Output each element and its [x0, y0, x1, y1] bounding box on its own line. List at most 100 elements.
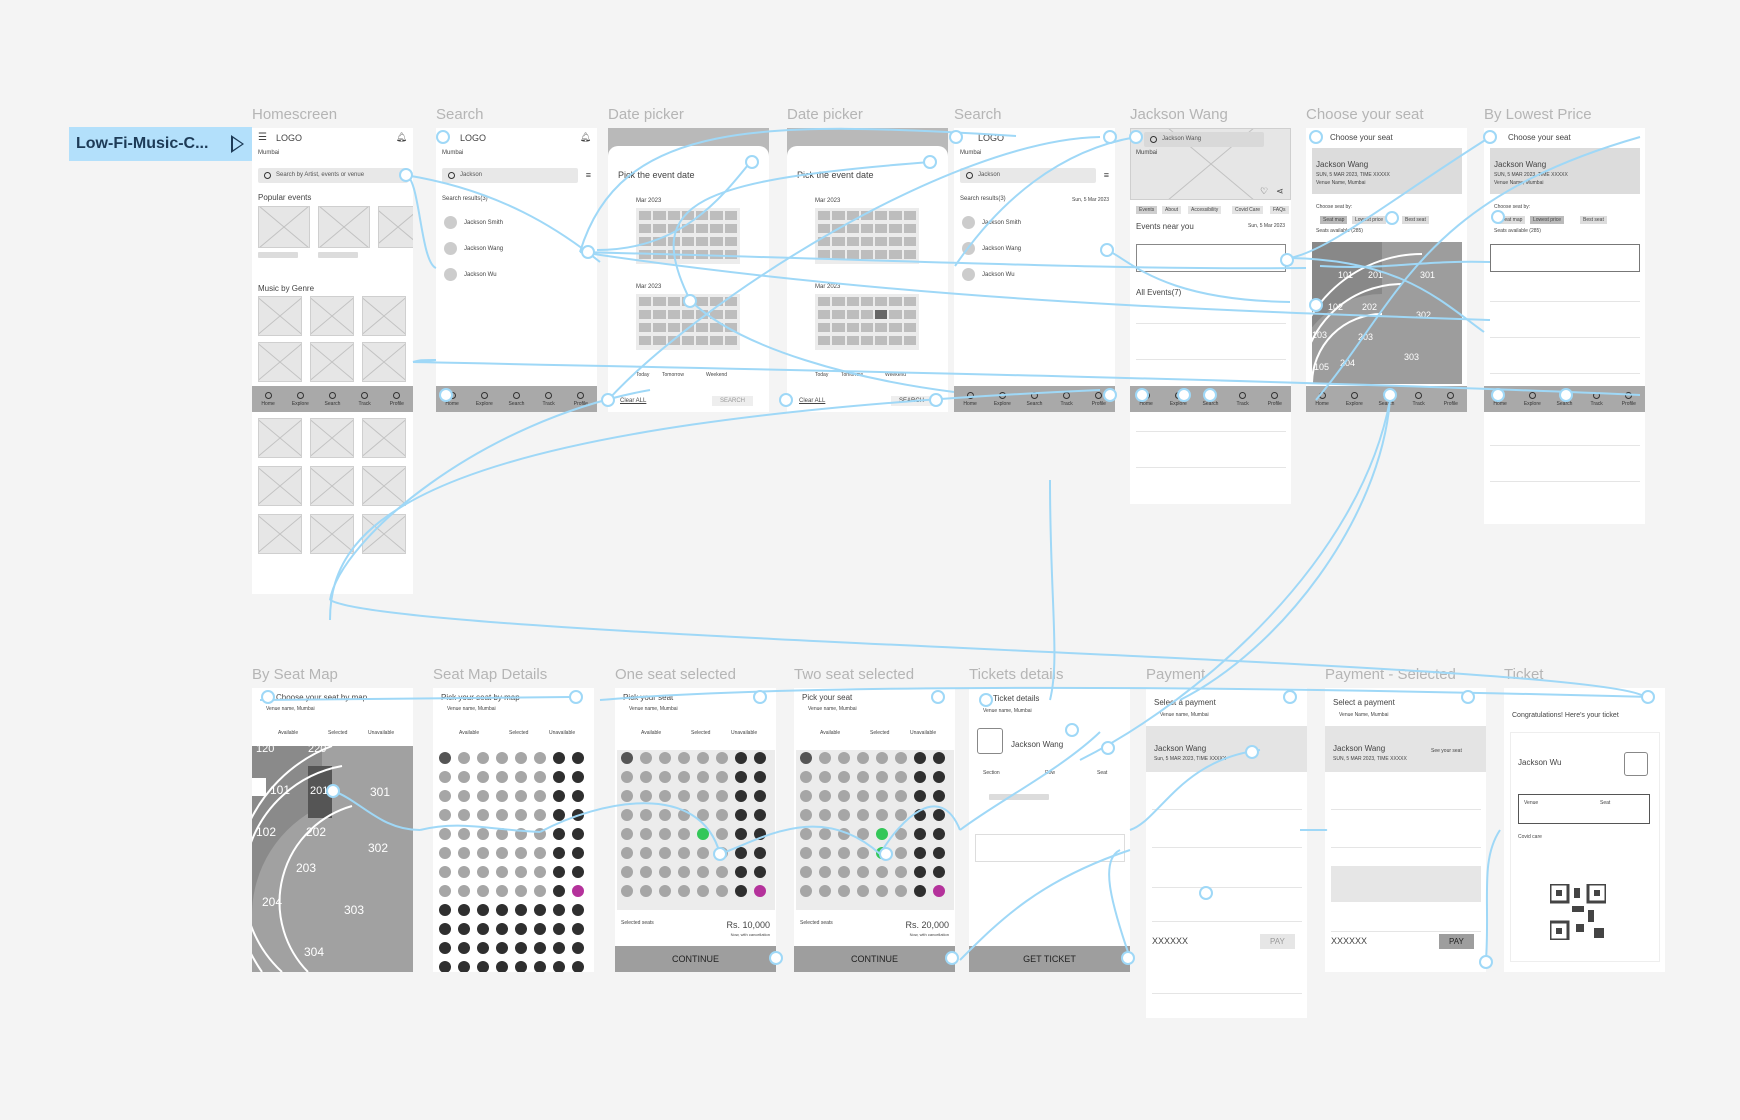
seat[interactable]	[477, 752, 489, 764]
seat[interactable]	[735, 828, 747, 840]
seat[interactable]	[515, 771, 527, 783]
location[interactable]: Mumbai	[960, 150, 982, 156]
seat[interactable]	[697, 847, 709, 859]
seat[interactable]	[534, 847, 546, 859]
seat[interactable]	[857, 828, 869, 840]
seat[interactable]	[496, 809, 508, 821]
seat[interactable]	[553, 885, 565, 897]
seat[interactable]	[439, 828, 451, 840]
seat[interactable]	[697, 866, 709, 878]
seat[interactable]	[857, 847, 869, 859]
seat[interactable]	[697, 790, 709, 802]
seat[interactable]	[621, 828, 633, 840]
seat[interactable]	[895, 771, 907, 783]
heart-icon[interactable]: ♡	[1260, 186, 1269, 196]
payment-option[interactable]	[1331, 788, 1481, 810]
search-button[interactable]: SEARCH	[891, 396, 933, 406]
tab-accessibility[interactable]: Accessibility	[1188, 206, 1222, 214]
seat[interactable]	[735, 771, 747, 783]
seat[interactable]	[857, 885, 869, 897]
seat[interactable]	[838, 847, 850, 859]
seat[interactable]	[735, 885, 747, 897]
location[interactable]: Mumbai	[258, 150, 280, 156]
genre-thumb[interactable]	[362, 466, 406, 506]
seat[interactable]	[534, 961, 546, 972]
seat[interactable]	[640, 771, 652, 783]
seat[interactable]	[515, 790, 527, 802]
nav-home[interactable]: Home	[1492, 391, 1508, 407]
seat[interactable]	[572, 790, 584, 802]
seat[interactable]	[534, 828, 546, 840]
seat[interactable]	[819, 828, 831, 840]
genre-thumb[interactable]	[258, 342, 302, 382]
bottom-nav[interactable]: Home Explore Search Track Profile	[252, 386, 413, 412]
seat[interactable]	[496, 866, 508, 878]
nav-profile[interactable]: Profile	[1091, 391, 1107, 407]
seat[interactable]	[553, 942, 565, 954]
seat[interactable]	[621, 866, 633, 878]
search-input[interactable]: Jackson	[960, 168, 1096, 183]
frame-title-lowest-price[interactable]: By Lowest Price	[1484, 106, 1592, 123]
seat[interactable]	[754, 847, 766, 859]
seat[interactable]	[678, 771, 690, 783]
seat[interactable]	[857, 790, 869, 802]
seat[interactable]	[572, 771, 584, 783]
seat[interactable]	[876, 809, 888, 821]
frame-title-date-picker[interactable]: Date picker	[608, 106, 684, 123]
bottom-nav[interactable]: Home Explore Search Track Profile	[954, 386, 1115, 412]
seat[interactable]	[534, 771, 546, 783]
seat[interactable]	[640, 847, 652, 859]
seat[interactable]	[716, 847, 728, 859]
bottom-nav[interactable]: Home Explore Search Track Profile	[1306, 386, 1467, 412]
seat[interactable]	[496, 923, 508, 935]
seat[interactable]	[439, 885, 451, 897]
seat[interactable]	[515, 809, 527, 821]
seat[interactable]	[477, 942, 489, 954]
payment-option[interactable]	[1331, 826, 1481, 848]
seat[interactable]	[534, 866, 546, 878]
seat[interactable]	[678, 752, 690, 764]
payment-option-selected[interactable]	[1331, 866, 1481, 902]
seat[interactable]	[754, 885, 766, 897]
payment-option[interactable]	[1152, 900, 1302, 922]
price-row[interactable]	[1490, 352, 1640, 374]
seat-grid[interactable]	[435, 750, 593, 972]
pay-button[interactable]: PAY	[1439, 934, 1474, 949]
seat[interactable]	[621, 847, 633, 859]
seat[interactable]	[659, 866, 671, 878]
seat[interactable]	[659, 752, 671, 764]
seat[interactable]	[914, 771, 926, 783]
seat[interactable]	[439, 790, 451, 802]
seat[interactable]	[800, 847, 812, 859]
result-item[interactable]: Jackson Smith	[982, 220, 1022, 226]
seat[interactable]	[716, 790, 728, 802]
seat[interactable]	[716, 828, 728, 840]
seat[interactable]	[895, 847, 907, 859]
nav-profile[interactable]: Profile	[1443, 391, 1459, 407]
seat[interactable]	[678, 866, 690, 878]
nav-explore[interactable]: Explore	[994, 391, 1011, 407]
seat[interactable]	[857, 752, 869, 764]
seat[interactable]	[439, 866, 451, 878]
seat[interactable]	[572, 904, 584, 916]
seat[interactable]	[659, 828, 671, 840]
seat[interactable]	[838, 828, 850, 840]
frame-title-payment[interactable]: Payment	[1146, 666, 1206, 683]
result-item[interactable]: Jackson Wu	[982, 272, 1015, 278]
genre-thumb[interactable]	[362, 514, 406, 554]
seat[interactable]	[572, 866, 584, 878]
seat[interactable]	[697, 809, 709, 821]
list-item[interactable]	[1136, 446, 1286, 468]
seat[interactable]	[800, 752, 812, 764]
seat[interactable]	[678, 790, 690, 802]
search-input[interactable]: Jackson	[442, 168, 578, 183]
frame-date-picker-2[interactable]: Pick the event date Mar 2023 Mar 2023 To…	[787, 128, 948, 412]
seat[interactable]	[716, 752, 728, 764]
seat[interactable]	[697, 752, 709, 764]
seat[interactable]	[621, 809, 633, 821]
seat[interactable]	[697, 828, 709, 840]
nav-search[interactable]: Search	[324, 391, 340, 407]
nav-home[interactable]: Home	[1138, 391, 1154, 407]
stadium-map[interactable]: 101 201 301 102 202 302 103 203 303 105 …	[1312, 242, 1462, 384]
event-thumb[interactable]	[378, 206, 413, 248]
